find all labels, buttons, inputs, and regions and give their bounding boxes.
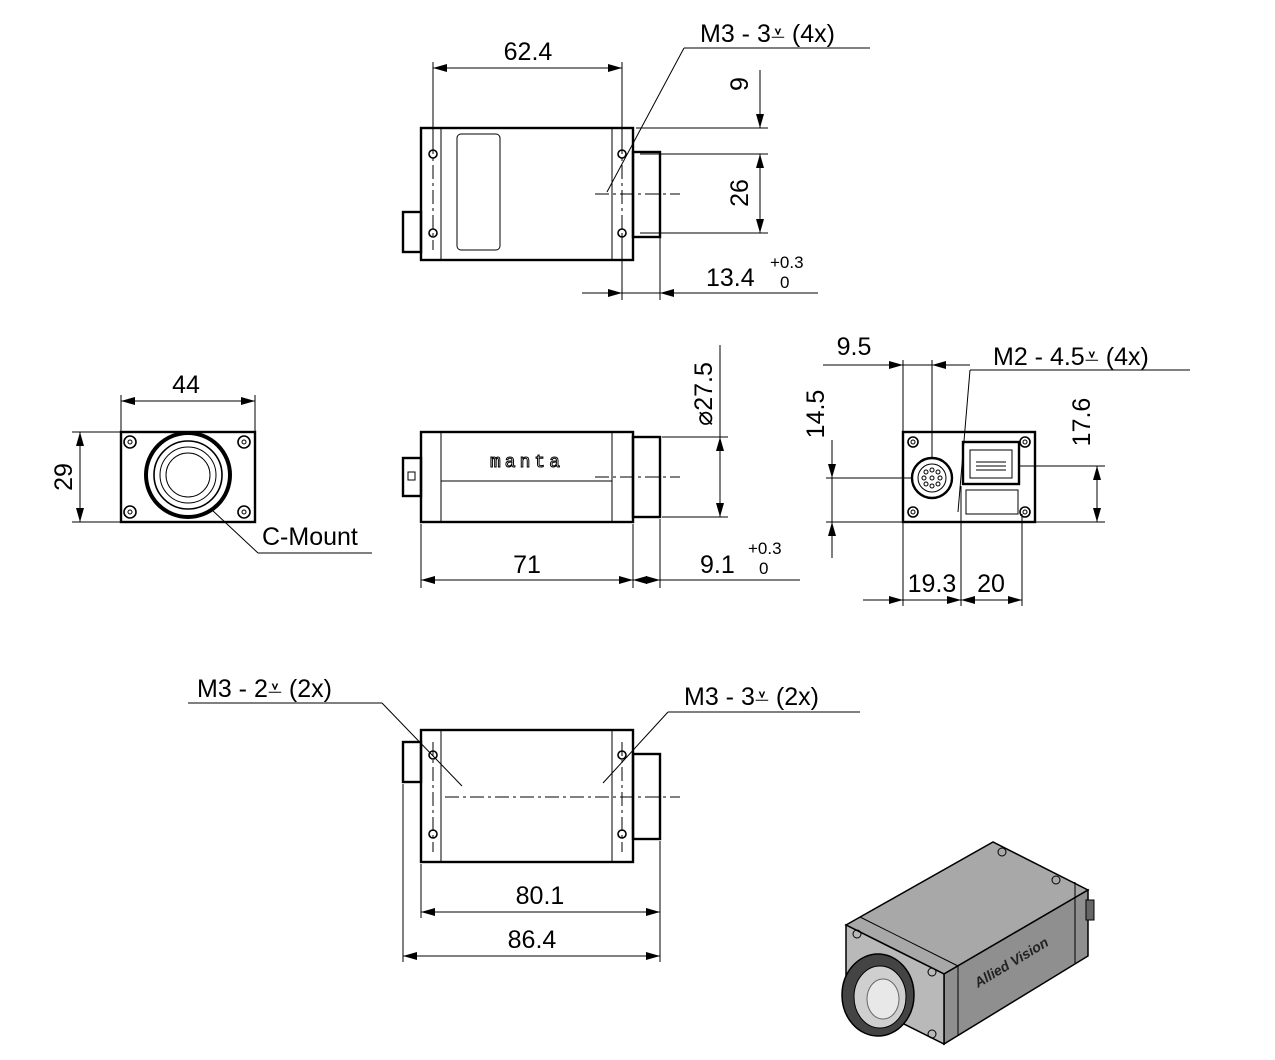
back-hole-3: [907, 506, 919, 518]
side-lens-tol-minus: 0: [759, 559, 768, 578]
side-diameter-label: ⌀27.5: [690, 362, 718, 426]
c-mount-label: C-Mount: [262, 523, 358, 551]
back-view: 9.5 M2 - 4.5⩡ (4x) 14.5 17.6 19.3 20: [802, 333, 1190, 606]
back-hole-offset-label: 9.5: [837, 333, 872, 361]
bottom-length-long-label: 86.4: [508, 926, 557, 954]
top-lens-tol-plus: +0.3: [770, 253, 804, 272]
back-width-b-label: 20: [977, 570, 1005, 598]
bottom-hole-2: [428, 829, 438, 839]
back-height-left-label: 14.5: [802, 390, 830, 439]
ethernet-port: [961, 440, 1021, 486]
bottom-left-hole-label: M3 - 2⩡ (2x): [197, 675, 332, 703]
side-brand-logo: manta: [490, 453, 564, 473]
front-hole-4: [237, 505, 251, 519]
front-hole-3: [123, 505, 137, 519]
top-width-label: 62.4: [504, 38, 553, 66]
top-lens-label: 13.4: [706, 264, 755, 292]
iso-rear-connector: [1085, 899, 1095, 921]
side-lens-tol-plus: +0.3: [748, 539, 782, 558]
back-hole-label: M2 - 4.5⩡ (4x): [993, 343, 1149, 371]
side-view: manta ⌀27.5 71 9.1 +0.3 0: [401, 345, 800, 588]
top-spacing-label: 26: [726, 179, 754, 207]
side-lens-label: 9.1: [700, 551, 735, 579]
side-connector: [401, 456, 423, 498]
back-label-area: [965, 489, 1019, 515]
bottom-hole-4: [617, 829, 627, 839]
bottom-length-short-label: 80.1: [516, 882, 565, 910]
top-lens-tol-minus: 0: [780, 273, 789, 292]
back-hole-4: [1019, 506, 1031, 518]
back-body: [901, 430, 1037, 524]
bottom-body: [419, 728, 635, 864]
back-hole-1: [907, 436, 919, 448]
front-height-label: 29: [50, 463, 78, 491]
bottom-connector: [401, 740, 423, 784]
back-width-a-label: 19.3: [908, 570, 957, 598]
front-width-label: 44: [172, 371, 200, 399]
front-view: 44 29 C-Mount: [50, 371, 372, 554]
side-length-label: 71: [513, 551, 541, 579]
bottom-hole-3: [617, 750, 627, 760]
bottom-view: M3 - 2⩡ (2x) M3 - 3⩡ (2x) 80.1 86.4: [188, 675, 860, 962]
top-offset-label: 9: [726, 77, 754, 91]
top-label-recess: [456, 133, 501, 251]
bottom-hole-1: [428, 750, 438, 760]
front-hole-1: [123, 435, 137, 449]
isometric-view: Allied Vision: [841, 841, 1095, 1046]
top-connector: [401, 210, 423, 254]
c-mount-ring: [144, 431, 232, 519]
top-hole-label: M3 - 3⩡ (4x): [700, 20, 835, 48]
bottom-right-hole-label: M3 - 3⩡ (2x): [684, 683, 819, 711]
back-hole-2: [1019, 436, 1031, 448]
front-hole-2: [237, 435, 251, 449]
top-view: 62.4 M3 - 3⩡ (4x) 9 26 13.4 +0.3 0: [401, 20, 870, 300]
top-hole-2: [428, 228, 438, 238]
back-height-right-label: 17.6: [1068, 398, 1096, 447]
